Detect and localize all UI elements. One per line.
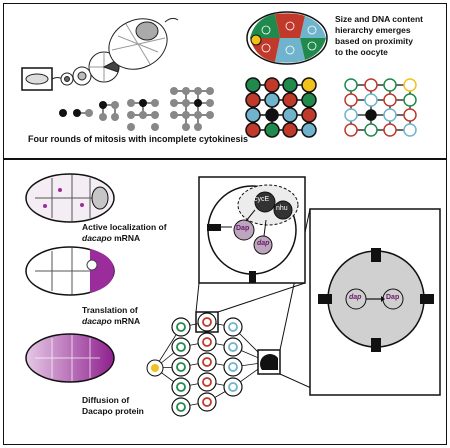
translation-label: Translation of dacapo mRNA <box>82 305 140 327</box>
translation-mrna: mRNA <box>111 316 141 326</box>
hierarchy-text: Size and DNA content hierarchy emerges b… <box>335 14 423 58</box>
localization-line-1: Active localization of <box>82 222 167 232</box>
inset-oocyte <box>309 208 441 396</box>
hierarchy-line-2: hierarchy emerges <box>335 25 411 35</box>
mitosis-sequence <box>59 87 214 131</box>
dap-protein-label-2: Dap <box>386 294 400 301</box>
translation-gene: dacapo <box>82 316 112 326</box>
egg-chamber-translation <box>25 246 115 296</box>
inset-nurse-cell <box>198 176 306 284</box>
hierarchy-line-4: to the oocyte <box>335 47 388 57</box>
mitosis-caption: Four rounds of mitosis with incomplete c… <box>28 134 249 144</box>
localization-label: Active localization of dacapo mRNA <box>82 222 167 244</box>
localization-mrna: mRNA <box>111 233 141 243</box>
nuclei-grid <box>344 78 417 137</box>
localization-gene: dacapo <box>82 233 112 243</box>
hierarchy-line-3: based on proximity <box>335 36 413 46</box>
egg-chamber-diffusion <box>25 333 115 383</box>
colored-egg-chamber <box>246 11 328 65</box>
dap-mrna-label-2: dap <box>349 294 362 301</box>
hierarchy-line-1: Size and DNA content <box>335 14 423 24</box>
diffusion-line-2: Dacapo protein <box>82 406 144 416</box>
diffusion-line-1: Diffusion of <box>82 395 130 405</box>
cell-network <box>146 311 281 417</box>
diffusion-label: Diffusion of Dacapo protein <box>82 395 144 417</box>
translation-line-1: Translation of <box>82 305 138 315</box>
localization-line-2: dacapo mRNA <box>82 233 167 244</box>
dap-protein-label-1: Dap <box>236 225 250 232</box>
highlight-box-small <box>195 311 219 333</box>
ovariole-drawing <box>21 17 179 91</box>
colored-cell-grid <box>245 77 317 138</box>
translation-line-2: dacapo mRNA <box>82 316 140 327</box>
dap-mrna-label-1: dap <box>257 240 270 247</box>
cyce-label: cycE <box>254 196 270 203</box>
nhu-label: nhu <box>276 205 288 212</box>
egg-chamber-localization <box>25 173 115 223</box>
